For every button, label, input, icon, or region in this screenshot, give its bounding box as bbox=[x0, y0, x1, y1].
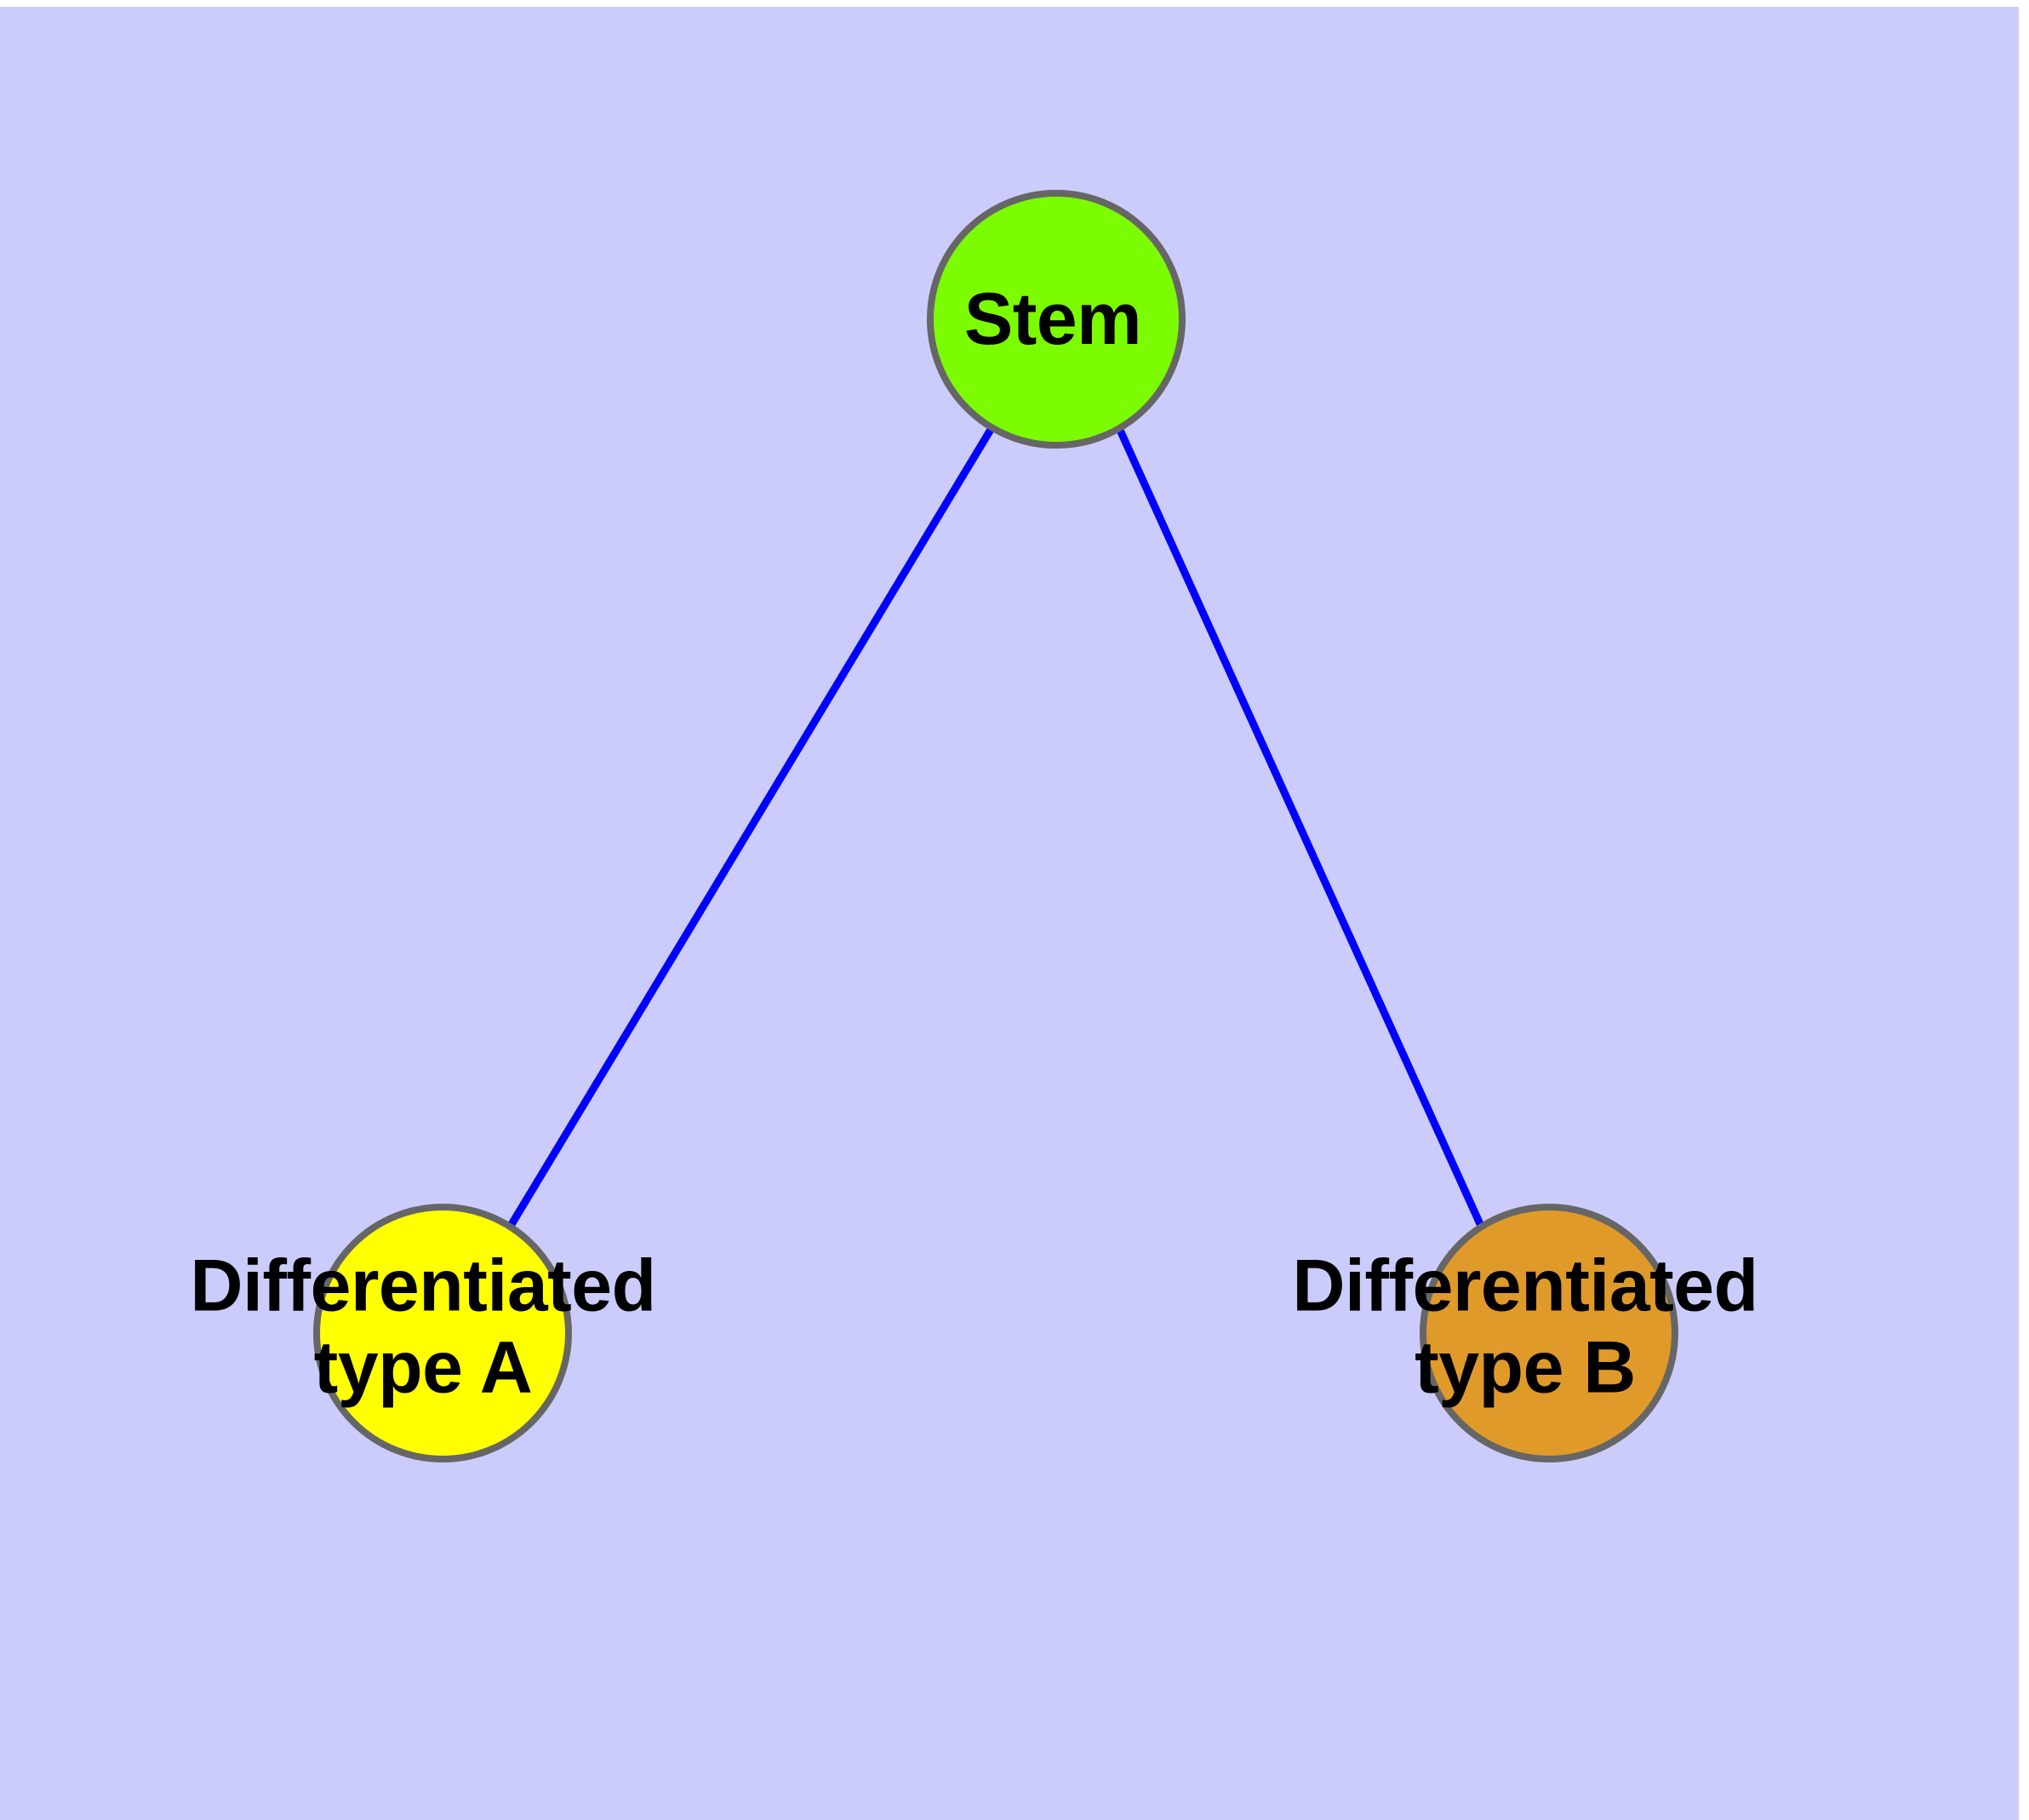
node-differentiated-type-b[interactable] bbox=[1420, 1204, 1678, 1462]
node-layer bbox=[313, 190, 1678, 1462]
node-differentiated-type-a[interactable] bbox=[313, 1204, 572, 1462]
edge-stem-to-differentiated-type-a[interactable] bbox=[507, 426, 995, 1228]
edge-layer bbox=[507, 426, 1485, 1228]
edge-stem-to-differentiated-type-b[interactable] bbox=[1115, 426, 1485, 1228]
node-stem[interactable] bbox=[927, 190, 1186, 449]
